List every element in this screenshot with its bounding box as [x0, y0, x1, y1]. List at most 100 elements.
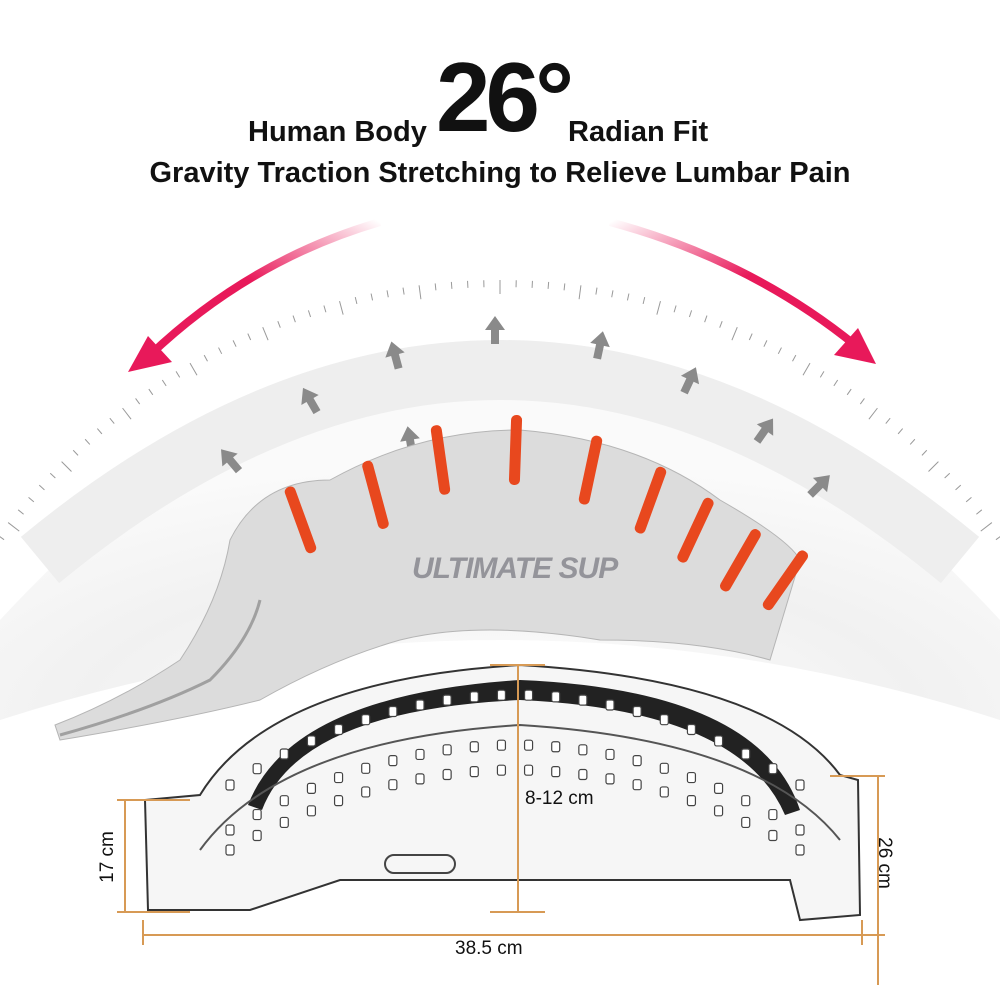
- scale-tick: [370, 293, 374, 301]
- massage-node: [306, 782, 317, 794]
- massage-node: [713, 805, 724, 817]
- scale-tick: [595, 287, 598, 295]
- foam-pad: [248, 680, 800, 815]
- length-label: 38.5 cm: [455, 938, 523, 959]
- massage-node: [605, 748, 615, 761]
- scale-tick: [28, 496, 35, 503]
- massage-node: [442, 744, 452, 756]
- massage-node: [279, 816, 289, 829]
- scale-tick: [859, 398, 865, 405]
- scale-tick: [61, 461, 72, 472]
- scale-tick: [763, 340, 768, 347]
- massage-node: [306, 735, 317, 747]
- massage-node: [741, 748, 751, 760]
- massage-node: [469, 766, 479, 778]
- scale-tick: [38, 484, 45, 491]
- scale-tick: [833, 379, 839, 387]
- angle-scale-ticks: [0, 280, 1000, 541]
- up-arrow-shape: [590, 331, 610, 360]
- scale-tick: [704, 315, 708, 323]
- up-arrow-shape: [680, 367, 700, 395]
- massage-node: [415, 748, 425, 761]
- watermark-logo: ULTIMATE SUP: [412, 552, 618, 585]
- scale-tick: [642, 297, 646, 305]
- intervertebral-disc: [578, 435, 603, 505]
- up-arrow-icon: [221, 449, 243, 474]
- massage-node: [469, 741, 479, 753]
- massage-node: [768, 829, 778, 842]
- massage-node: [361, 762, 371, 774]
- scale-tick: [897, 428, 904, 435]
- scale-tick: [656, 300, 661, 315]
- massage-node: [388, 705, 398, 718]
- height-left-label: 17 cm: [96, 831, 118, 883]
- arch-height-label: 8-12 cm: [525, 788, 594, 809]
- massage-node: [442, 768, 452, 781]
- scale-tick: [976, 509, 983, 515]
- up-arrow-icon: [680, 367, 700, 395]
- scale-tick: [673, 305, 677, 313]
- scale-tick: [547, 281, 550, 289]
- massage-node: [496, 689, 507, 701]
- dimension-lines: [117, 664, 885, 985]
- massage-node: [469, 691, 479, 703]
- massage-node: [279, 748, 289, 760]
- up-arrow-shape: [753, 418, 774, 444]
- upward-arrows: [221, 316, 830, 498]
- massage-node: [741, 816, 751, 829]
- massage-node: [768, 763, 778, 775]
- scale-tick: [109, 417, 115, 424]
- left-arrow: [147, 218, 382, 358]
- scale-tick: [777, 347, 782, 355]
- scale-tick: [277, 321, 281, 328]
- scale-tick: [626, 293, 630, 301]
- scale-tick: [49, 472, 56, 479]
- headline-suffix: Radian Fit: [568, 116, 709, 148]
- up-arrow-icon: [385, 341, 405, 370]
- left-arrowhead-icon: [128, 336, 172, 372]
- scale-tick: [995, 536, 1000, 541]
- massage-node: [686, 771, 697, 784]
- massage-node: [713, 735, 724, 747]
- up-arrow-shape: [807, 475, 830, 498]
- massage-node: [225, 844, 235, 856]
- scale-tick: [885, 417, 891, 424]
- scale-tick: [909, 438, 916, 445]
- intervertebral-disc: [634, 466, 667, 534]
- massage-node: [523, 764, 534, 776]
- massage-node: [605, 773, 615, 785]
- scale-tick: [135, 398, 141, 405]
- intervertebral-disc: [762, 550, 809, 611]
- massage-node: [361, 714, 371, 726]
- headline-prefix: Human Body: [248, 116, 427, 148]
- intervertebral-disc: [362, 460, 389, 529]
- scale-tick: [307, 310, 312, 318]
- massage-node: [523, 689, 534, 701]
- up-arrow-shape: [221, 449, 243, 474]
- handle-slot: [384, 854, 456, 874]
- scale-tick: [450, 281, 453, 289]
- scale-tick: [980, 522, 993, 532]
- intervertebral-disc: [719, 529, 761, 592]
- scale-tick: [731, 327, 738, 341]
- scale-tick: [84, 438, 91, 445]
- massage-node: [496, 739, 507, 751]
- up-arrow-icon: [753, 418, 774, 444]
- scale-tick: [748, 333, 753, 341]
- massage-node: [795, 844, 805, 856]
- massage-node: [306, 805, 317, 817]
- intervertebral-disc: [284, 486, 317, 554]
- scale-tick: [203, 354, 208, 362]
- massage-node: [361, 786, 371, 798]
- scale-tick: [944, 472, 951, 479]
- scale-tick: [802, 362, 811, 376]
- scale-tick: [611, 290, 614, 298]
- scale-tick: [0, 536, 5, 541]
- spine-illustration: [54, 415, 809, 741]
- intervertebral-disc: [430, 425, 451, 495]
- massage-node: [252, 808, 262, 821]
- scale-tick: [323, 305, 327, 313]
- scale-tick: [921, 449, 928, 456]
